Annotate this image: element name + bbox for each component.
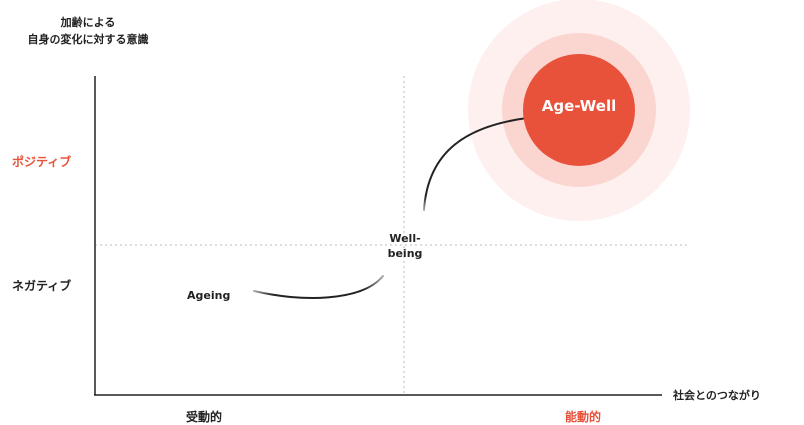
active-label: 能動的 [565, 410, 602, 424]
wellbeing-to-agewell-curve [423, 117, 528, 211]
agewell-label: Age-Well [541, 97, 617, 115]
agewell-circle [523, 54, 635, 166]
y-axis-title: 加齢による 自身の変化に対する意識 [0, 14, 176, 48]
ageing-to-wellbeing-curve [253, 275, 384, 299]
negative-label: ネガティブ [12, 279, 72, 293]
x-axis-title: 社会とのつながり [673, 389, 761, 402]
passive-label: 受動的 [186, 410, 223, 424]
wellbeing-label-line-2: being [387, 247, 423, 260]
wellbeing-label: Well- being [378, 231, 432, 261]
positive-label: ポジティブ [12, 155, 72, 169]
y-axis-title-line-2: 自身の変化に対する意識 [27, 33, 149, 46]
ageing-label: Ageing [187, 289, 231, 302]
y-axis-title-line-1: 加齢による [60, 16, 116, 29]
wellbeing-label-line-1: Well- [389, 232, 421, 245]
